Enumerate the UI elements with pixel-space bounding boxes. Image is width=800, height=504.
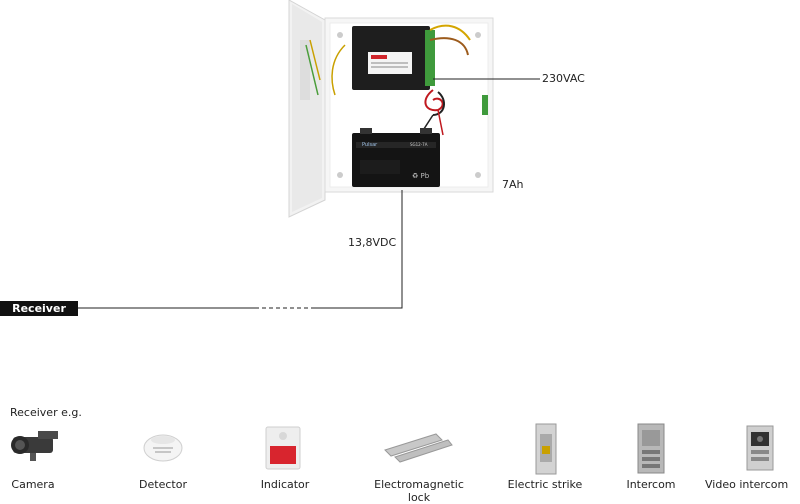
battery-cables bbox=[419, 89, 488, 136]
device-label-detector: Detector bbox=[139, 478, 187, 491]
dc-wire bbox=[315, 190, 403, 309]
battery-brand: Pulsar bbox=[362, 142, 378, 148]
maglock-icon bbox=[384, 433, 453, 463]
svg-text:♻ Pb: ♻ Pb bbox=[412, 172, 430, 180]
device-label-indicator: Indicator bbox=[260, 478, 310, 491]
intercom-icon bbox=[637, 423, 665, 474]
device-label-electromagnetic-lock: Electromagnetic lock bbox=[374, 478, 464, 504]
dc-voltage-label: 13,8VDC bbox=[348, 236, 397, 249]
enclosure-door bbox=[288, 0, 326, 218]
device-label-intercom: Intercom bbox=[626, 478, 676, 491]
video-intercom-icon bbox=[746, 425, 774, 471]
receiver-tag: Receiver bbox=[0, 301, 78, 316]
camera-icon bbox=[11, 431, 58, 461]
device-label-camera: Camera bbox=[11, 478, 55, 491]
device-label-video-intercom: Video intercom bbox=[705, 478, 789, 491]
battery: Pulsar SG12-7A ♻ Pb bbox=[352, 128, 440, 187]
strike-icon bbox=[535, 423, 557, 475]
psu-module bbox=[331, 24, 471, 96]
battery-capacity-label: 7Ah bbox=[502, 178, 524, 191]
device-label-electric-strike: Electric strike bbox=[507, 478, 583, 491]
siren-icon bbox=[265, 426, 301, 470]
ac-voltage-label: 230VAC bbox=[542, 72, 585, 85]
receiver-example-label: Receiver e.g. bbox=[10, 406, 82, 419]
battery-model: SG12-7A bbox=[410, 142, 428, 147]
smoke-detector-icon bbox=[143, 434, 183, 462]
